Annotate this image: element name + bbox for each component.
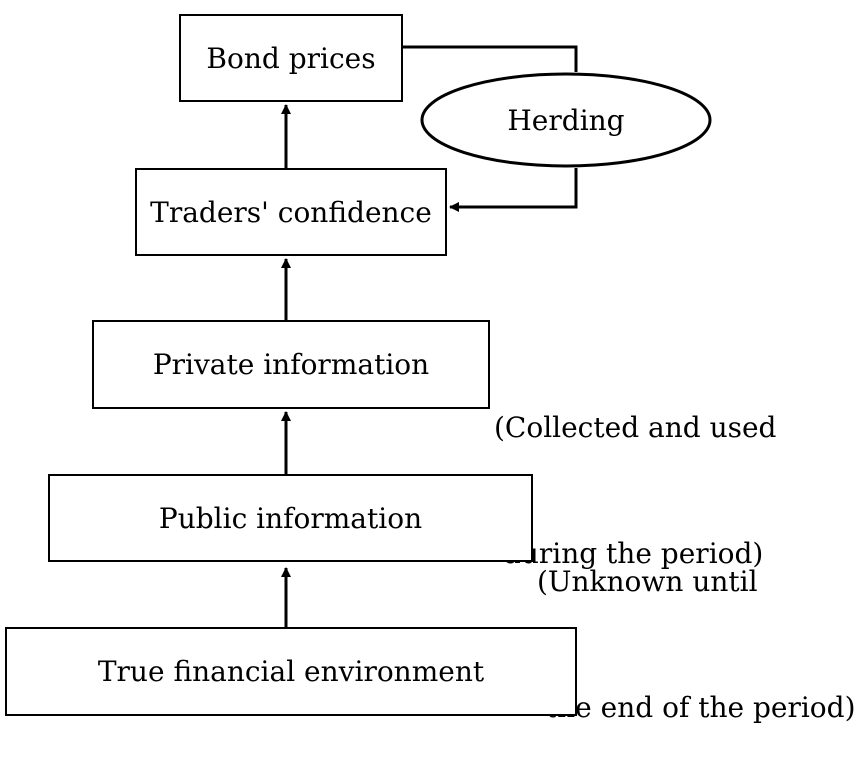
herding-label: Herding xyxy=(507,104,624,137)
true-financial-environment-label: True financial environment xyxy=(97,655,485,688)
bond-prices-box: Bond prices xyxy=(179,14,403,102)
true-financial-environment-box: True financial environment xyxy=(5,627,577,716)
arrow-herding-to-confidence xyxy=(449,168,578,212)
bond-prices-label: Bond prices xyxy=(206,41,376,75)
public-information-label: Public information xyxy=(158,501,423,535)
traders-confidence-box: Traders' confidence xyxy=(135,168,447,256)
public-information-note: (Unknown until the end of the period) xyxy=(537,477,856,771)
private-information-box: Private information xyxy=(92,320,490,409)
private-note-line-1: (Collected and used xyxy=(494,411,777,444)
private-information-label: Private information xyxy=(152,348,430,381)
line-bond-to-herding xyxy=(403,45,578,72)
public-note-line-1: (Unknown until xyxy=(537,565,758,598)
herding-ellipse xyxy=(420,72,712,168)
public-information-box: Public information xyxy=(48,474,533,562)
traders-confidence-label: Traders' confidence xyxy=(150,195,432,229)
diagram-connectors: Herding xyxy=(281,45,712,627)
public-note-line-2: the end of the period) xyxy=(537,691,856,724)
private-information-note: (Collected and used during the period) xyxy=(494,323,776,617)
